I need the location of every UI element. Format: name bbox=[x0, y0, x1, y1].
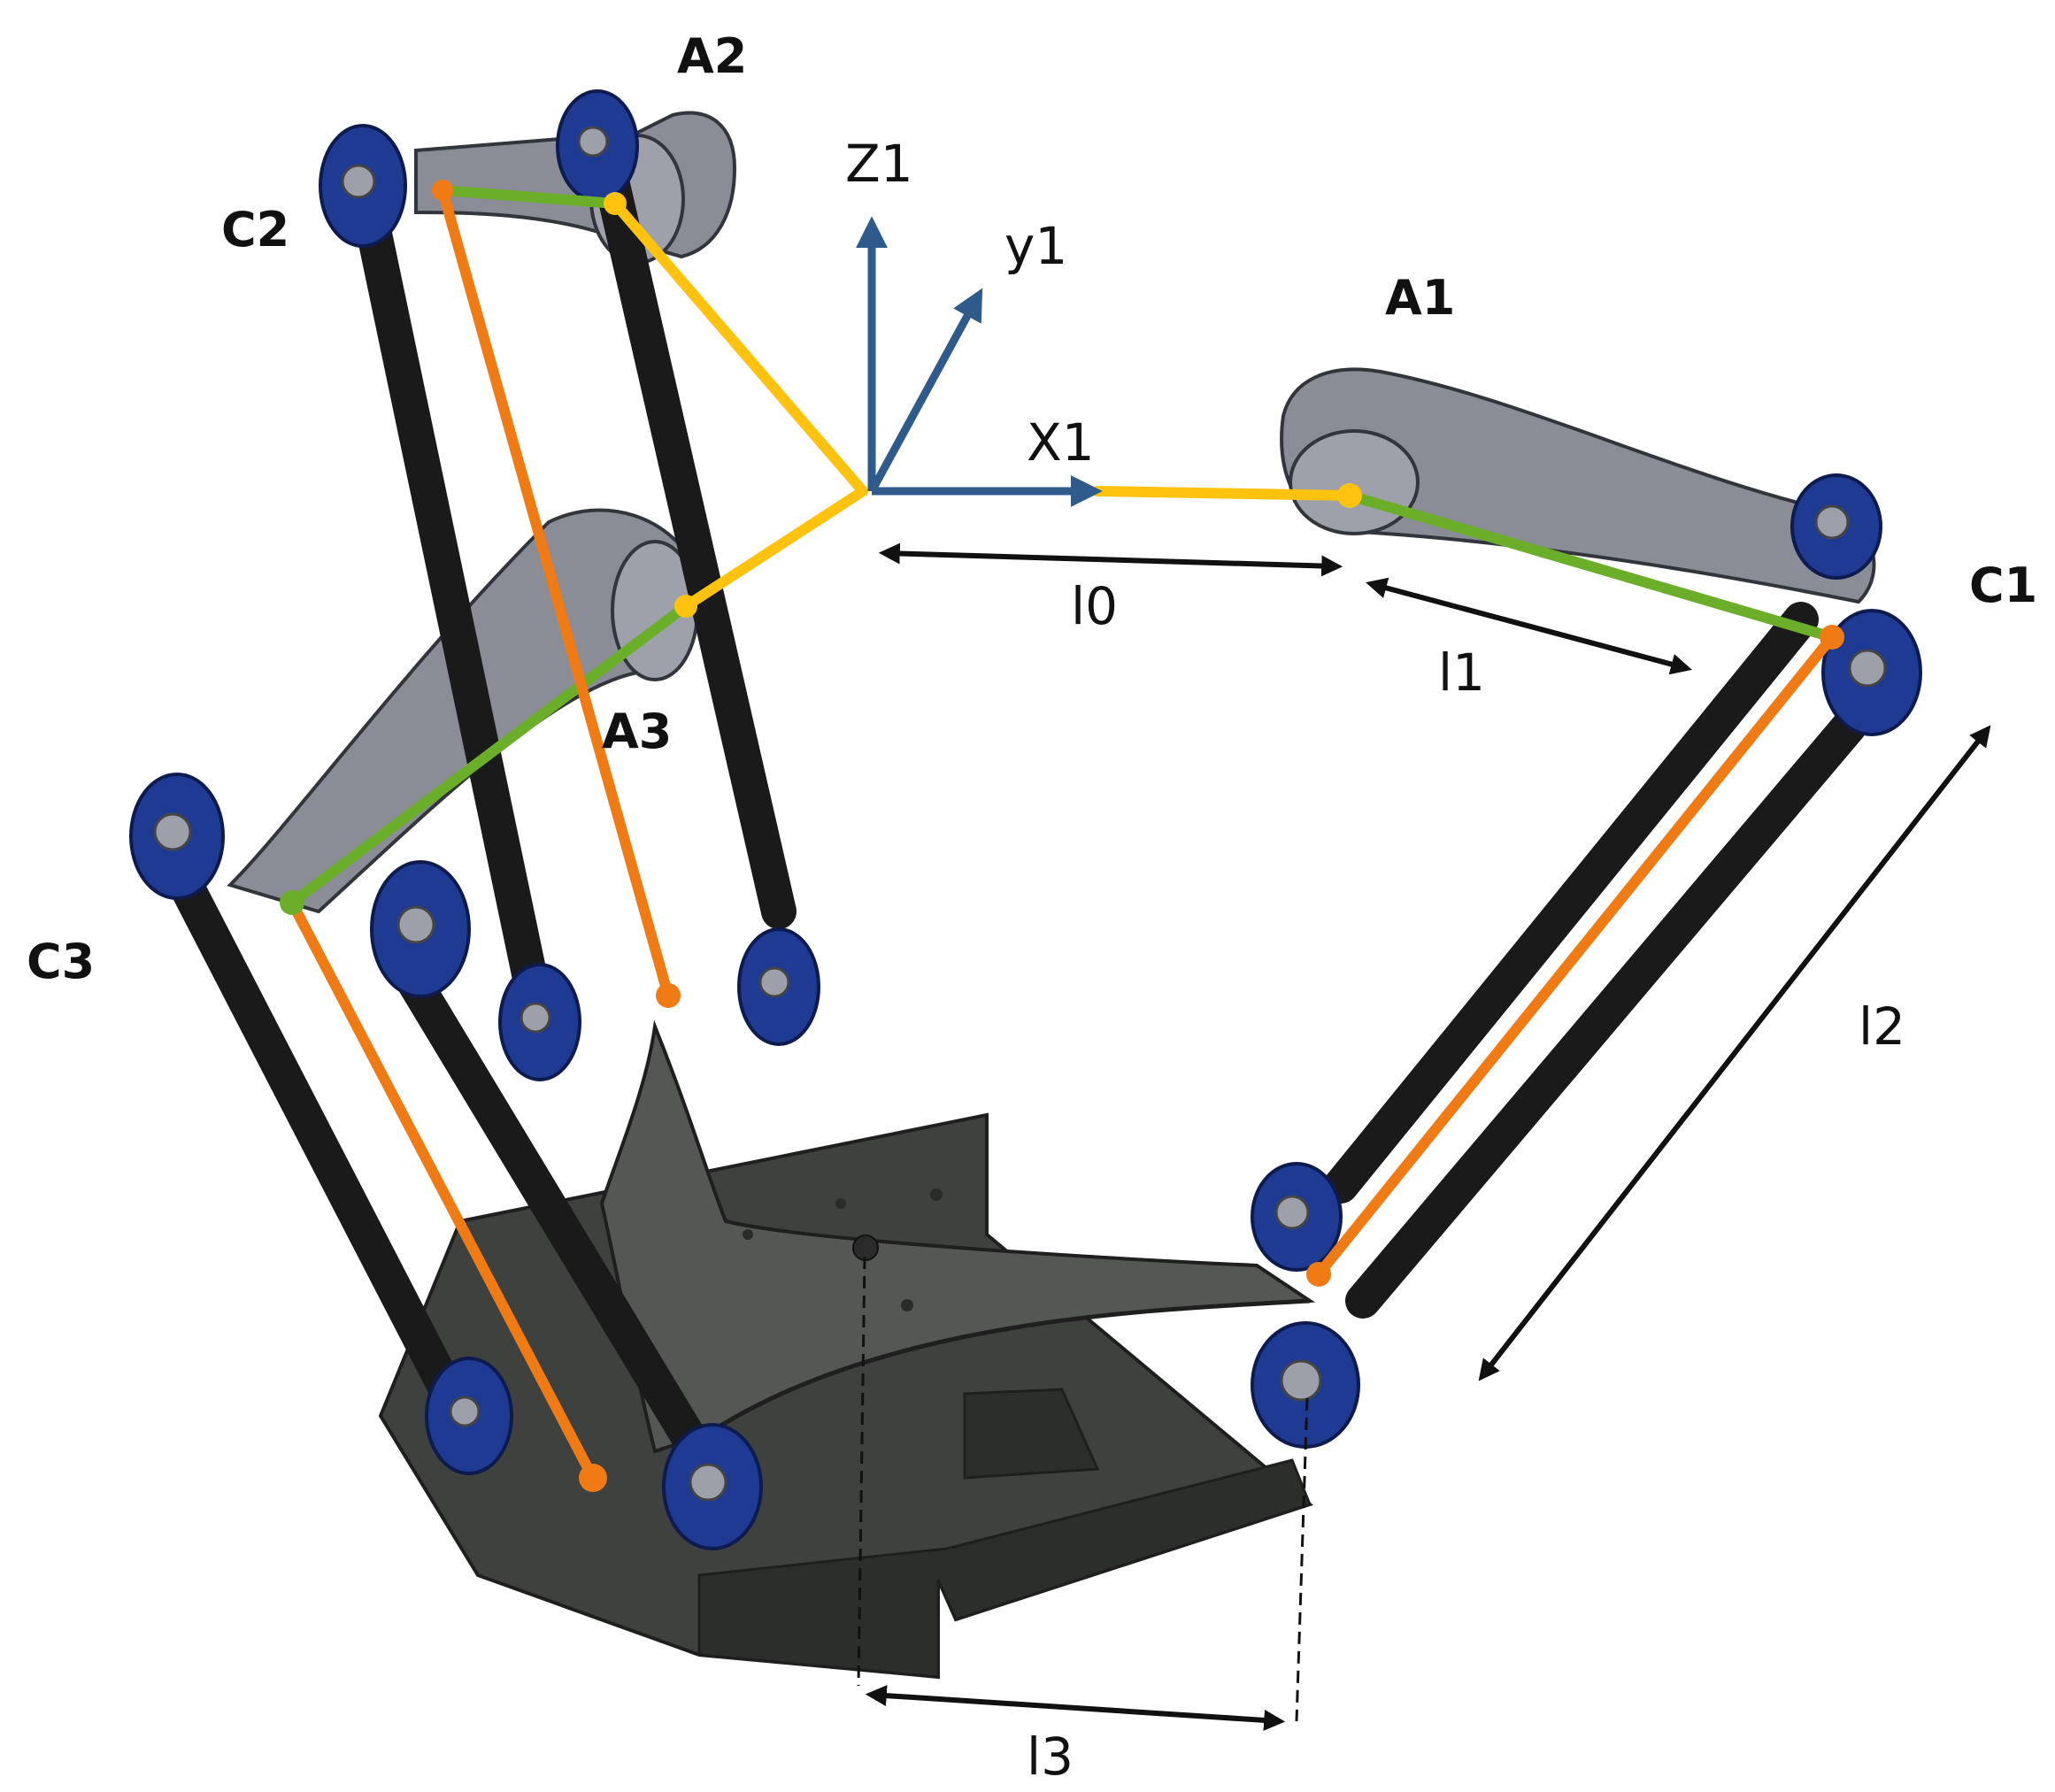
dimension-lines bbox=[865, 542, 1991, 1731]
link-c3-b3 bbox=[287, 897, 598, 1483]
joint-center bbox=[1848, 649, 1887, 688]
joint-center bbox=[153, 812, 192, 851]
platform-hole bbox=[901, 1299, 913, 1311]
joint-center bbox=[1274, 1195, 1310, 1230]
label-y-axis: y1 bbox=[1004, 216, 1067, 276]
platform-tab bbox=[963, 1388, 1100, 1480]
node-a1 bbox=[1337, 483, 1362, 508]
link-nodes bbox=[280, 180, 1844, 1492]
y-axis-arrow bbox=[868, 288, 983, 494]
label-c3: C3 bbox=[27, 934, 95, 989]
l0-dimension bbox=[878, 542, 1343, 577]
platform-top-plate-edge bbox=[706, 1298, 1311, 1436]
label-z-axis: Z1 bbox=[845, 134, 913, 194]
joint-center bbox=[396, 905, 435, 944]
joint-center bbox=[520, 1002, 551, 1034]
platform-hole bbox=[835, 1198, 846, 1209]
link-c1-b1 bbox=[1313, 632, 1837, 1280]
node-c2 bbox=[432, 180, 453, 201]
label-a3: A3 bbox=[602, 704, 672, 759]
rod-1a bbox=[1323, 602, 1819, 1204]
label-l1: l1 bbox=[1438, 642, 1485, 703]
label-l3: l3 bbox=[1027, 1727, 1074, 1787]
platform-hole bbox=[743, 1229, 753, 1240]
node-b3 bbox=[579, 1464, 607, 1492]
link-o-a2 bbox=[610, 198, 868, 496]
joint-center bbox=[758, 966, 790, 998]
link-o-a1 bbox=[1092, 486, 1355, 501]
node-b2 bbox=[656, 983, 681, 1008]
l3-extension-left bbox=[857, 1256, 866, 1687]
label-c2: C2 bbox=[221, 202, 289, 258]
link-a1-c1 bbox=[1344, 490, 1837, 642]
label-a2: A2 bbox=[677, 28, 747, 84]
rod-2b bbox=[593, 159, 797, 929]
platform-base-plate-front bbox=[697, 1458, 1312, 1679]
link-a2-c2 bbox=[437, 185, 620, 209]
l3-extension-right bbox=[1295, 1397, 1309, 1722]
label-a1: A1 bbox=[1385, 270, 1455, 326]
link-c2-b2 bbox=[437, 185, 673, 1001]
joint-center bbox=[689, 1463, 727, 1502]
label-l2: l2 bbox=[1859, 996, 1905, 1057]
label-x-axis: X1 bbox=[1027, 412, 1095, 473]
rod-2a bbox=[354, 204, 549, 1000]
label-l0: l0 bbox=[1071, 576, 1118, 636]
joint-center bbox=[449, 1396, 481, 1427]
node-a3 bbox=[674, 595, 697, 618]
joint-center bbox=[1280, 1359, 1322, 1402]
joint-centers bbox=[153, 126, 1887, 1502]
coordinate-axes bbox=[856, 216, 1103, 507]
l1-dimension bbox=[1366, 577, 1692, 675]
node-a2 bbox=[604, 192, 627, 215]
node-c3 bbox=[280, 890, 304, 915]
joint-center bbox=[1814, 504, 1850, 540]
joint-center bbox=[577, 126, 609, 158]
node-b1 bbox=[1306, 1262, 1331, 1287]
l3-dimension bbox=[865, 1685, 1286, 1731]
joint-center bbox=[341, 164, 376, 199]
yellow-base-links bbox=[610, 198, 1355, 611]
label-c1: C1 bbox=[1969, 558, 2037, 613]
moving-platform bbox=[378, 1019, 1316, 1680]
link-o-a3 bbox=[681, 486, 868, 611]
node-c1 bbox=[1820, 625, 1844, 650]
platform-hole bbox=[930, 1188, 943, 1201]
rod-3b bbox=[381, 938, 726, 1487]
platform-hole bbox=[852, 1234, 879, 1261]
extension-lines bbox=[857, 1256, 1309, 1722]
hub-a1 bbox=[1289, 429, 1420, 535]
green-upper-links bbox=[287, 185, 1837, 908]
l2-dimension bbox=[1478, 725, 1991, 1381]
link-a3-c3 bbox=[287, 601, 691, 908]
rod-3a bbox=[173, 876, 478, 1434]
